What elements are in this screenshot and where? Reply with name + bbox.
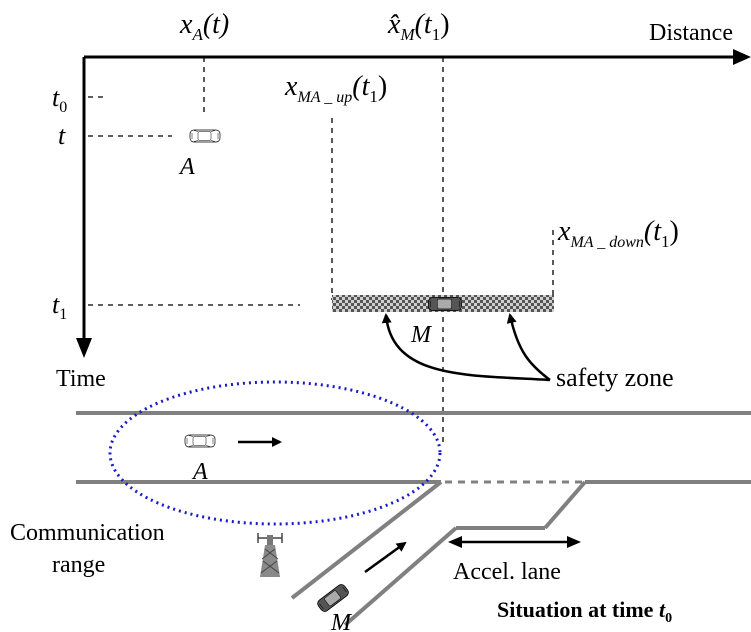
vehicle-m-label: M — [410, 322, 433, 348]
communication-range-label-line1: Communication — [10, 520, 165, 546]
radio-tower-icon — [257, 533, 283, 577]
road-vehicle-a-label: A — [191, 459, 208, 485]
reference-lines — [88, 57, 554, 447]
xM-hat-label: x̂M(t1) — [387, 9, 450, 44]
ramp-left-edge — [290, 480, 443, 600]
vehicle-a-label: A — [178, 154, 195, 180]
safety-zone-label: safety zone — [556, 363, 674, 392]
time-distance-axes — [76, 49, 751, 358]
time-axis-label: Time — [56, 366, 106, 392]
communication-range-label-line2: range — [52, 552, 105, 578]
xA-label: xA(t) — [179, 9, 229, 44]
xMA-down-label: xMA _ down(t1) — [557, 216, 679, 251]
t0-label: t0 — [52, 83, 67, 116]
xMA-up-label: xMA _ up(t1) — [284, 71, 387, 106]
safety-zone-pointers — [381, 313, 551, 382]
vehicle-m-arrow-icon — [364, 541, 407, 574]
situation-caption: Situation at time t0 — [497, 597, 672, 626]
t-label: t — [58, 121, 66, 150]
road-vehicle-a-car-icon — [184, 434, 216, 448]
accel-lane-label: Accel. lane — [453, 559, 561, 585]
ramp-right-edge — [343, 526, 458, 627]
time-axis-arrow-icon — [76, 338, 92, 358]
road — [76, 411, 751, 627]
road-vehicle-m-label: M — [330, 610, 353, 632]
distance-axis-arrow-icon — [733, 49, 751, 65]
road-vehicle-m-car-icon — [315, 582, 351, 614]
t1-label: t1 — [52, 290, 67, 323]
accel-lane-taper — [543, 480, 587, 530]
distance-axis-label: Distance — [649, 20, 733, 46]
communication-range-ellipse — [108, 380, 442, 526]
vehicle-m-car-icon — [428, 297, 462, 311]
vehicle-a-car-icon — [189, 129, 221, 143]
